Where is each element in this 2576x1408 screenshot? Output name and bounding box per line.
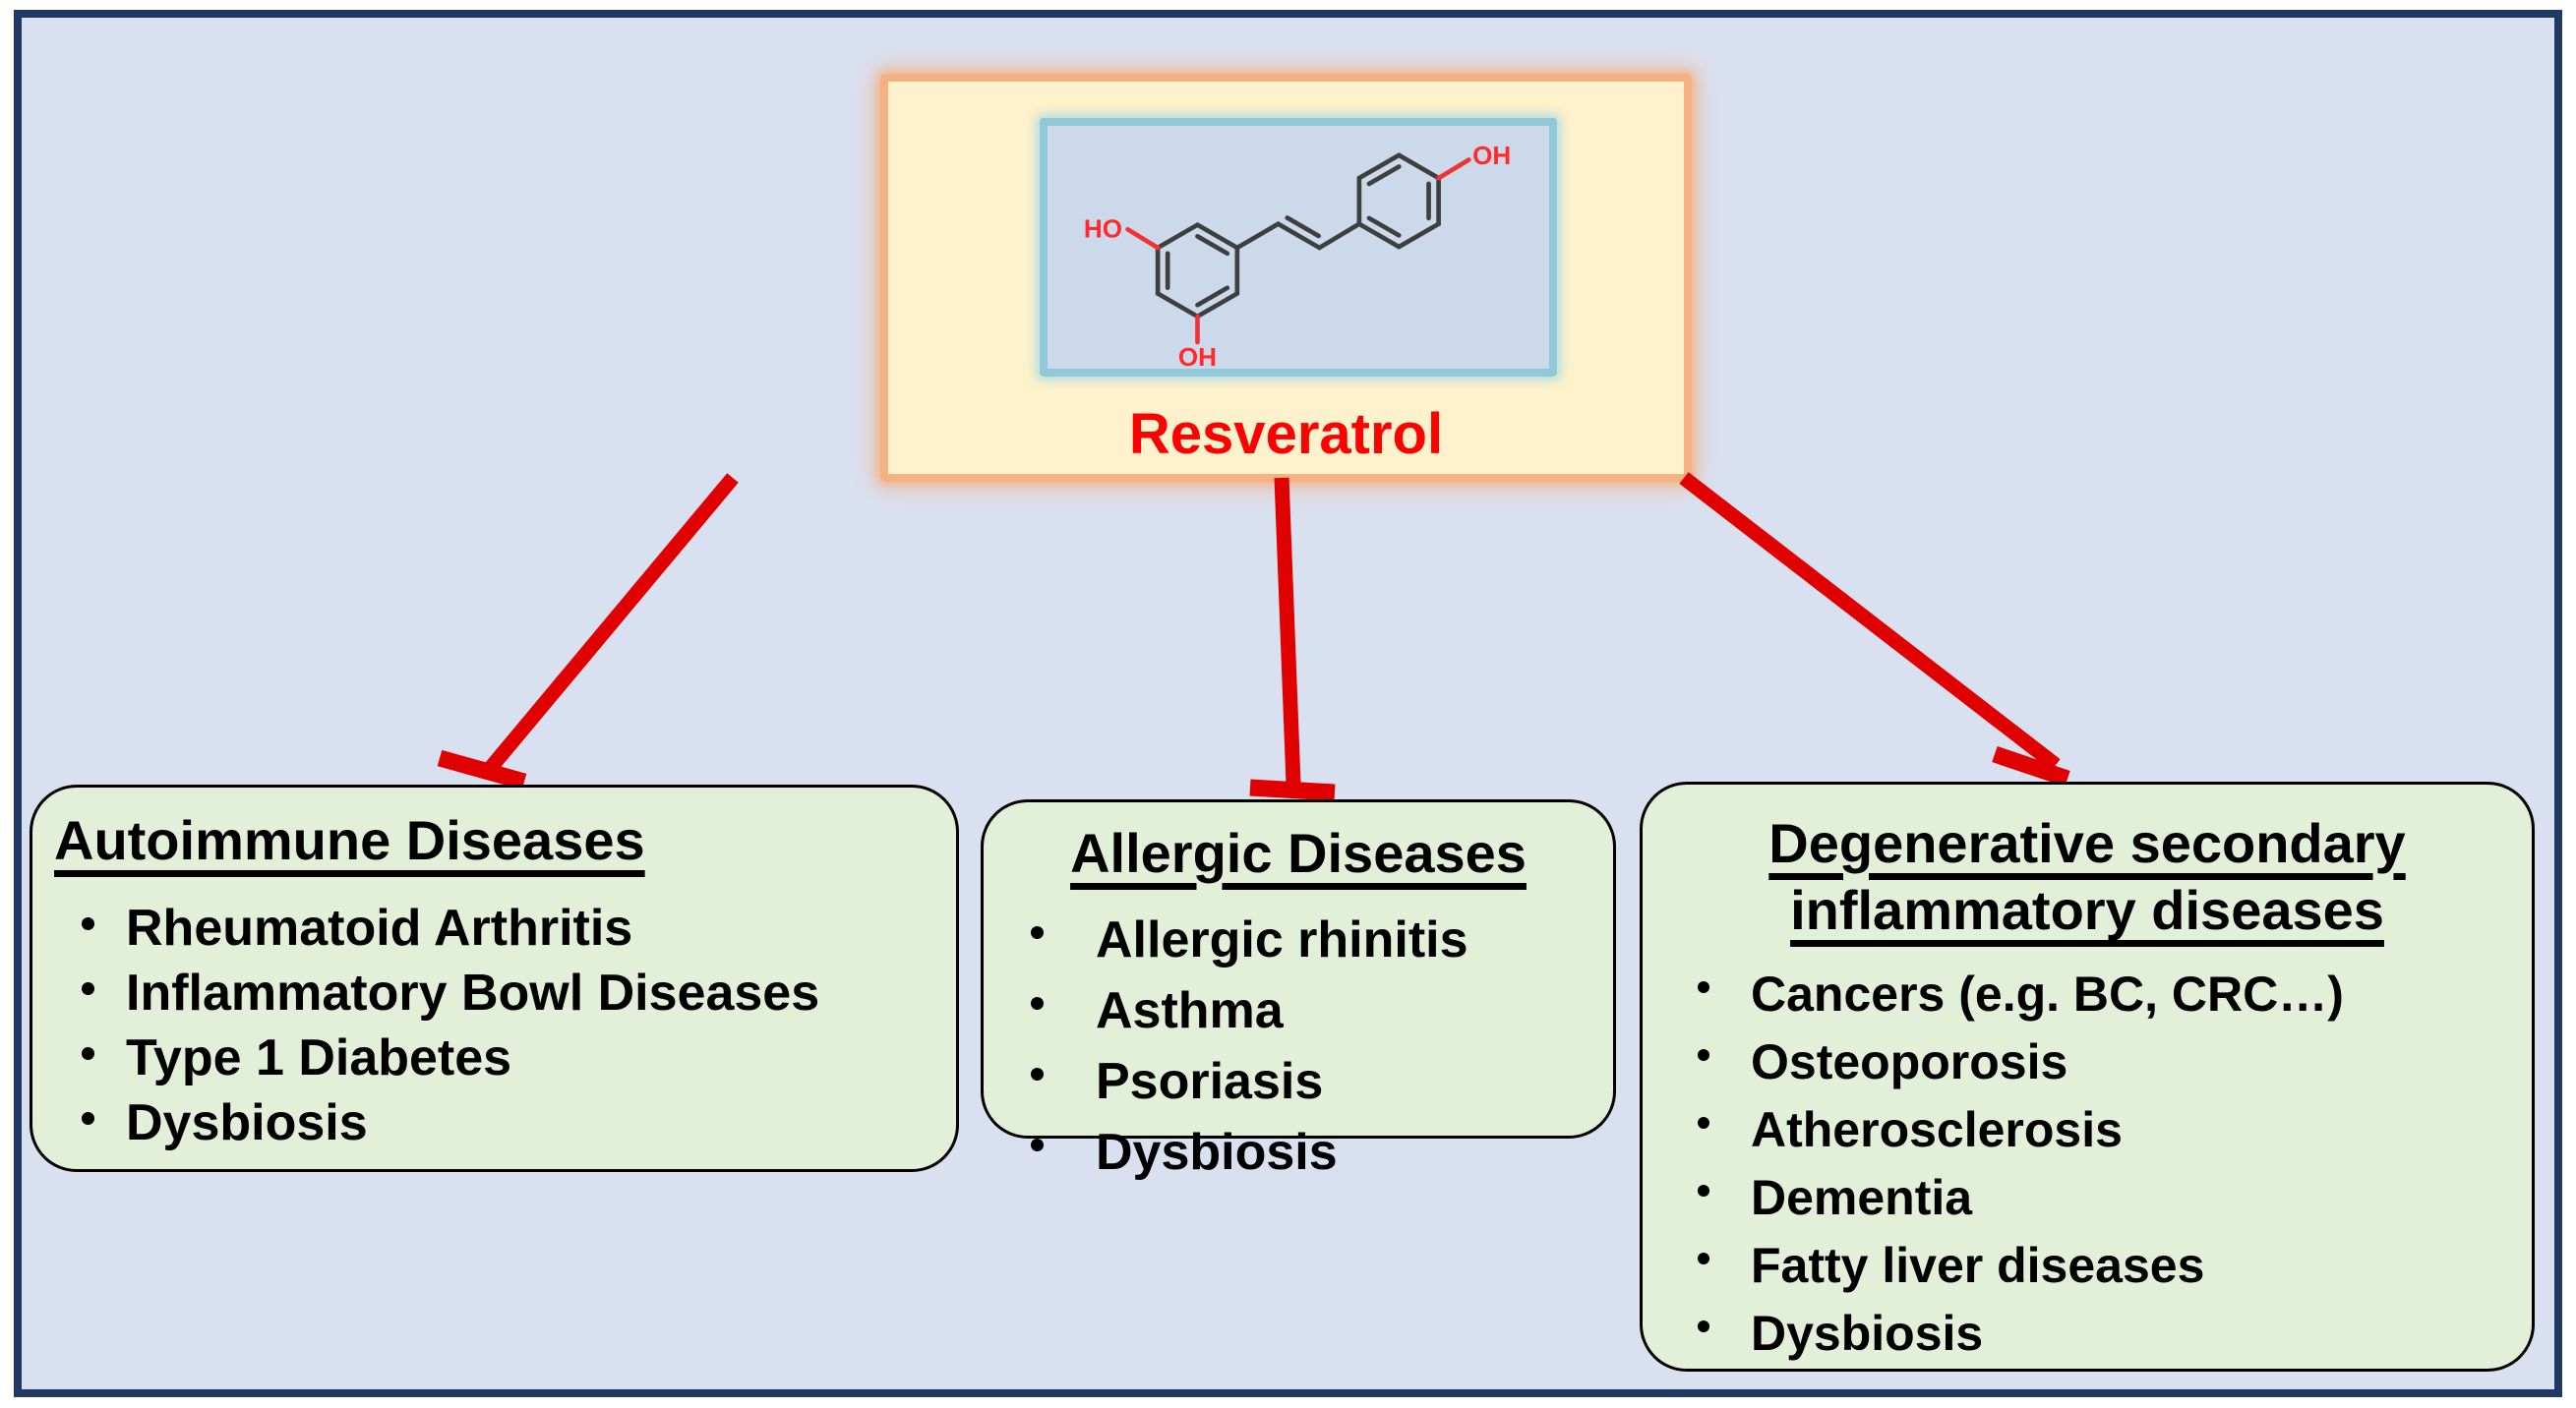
- list-item: Dysbiosis: [54, 1090, 936, 1155]
- list-item: Inflammatory Bowl Diseases: [54, 961, 936, 1026]
- list-item: Osteoporosis: [1660, 1028, 2514, 1096]
- autoimmune-diseases-box: Autoimmune Diseases Rheumatoid Arthritis…: [30, 785, 959, 1172]
- list-item: Cancers (e.g. BC, CRC…): [1660, 961, 2514, 1028]
- list-item: Atherosclerosis: [1660, 1096, 2514, 1164]
- allergic-diseases-box: Allergic Diseases Allergic rhinitis Asth…: [981, 799, 1616, 1181]
- list-item: Psoriasis: [997, 1046, 1599, 1117]
- molecule-panel: HO OH OH: [1040, 118, 1557, 377]
- hydroxyl-bond-left: [1125, 226, 1161, 251]
- vinyl-double-bond: [1285, 215, 1321, 239]
- disease-list: Allergic rhinitis Asthma Psoriasis Dysbi…: [997, 905, 1599, 1188]
- resveratrol-label: Resveratrol: [1128, 402, 1444, 466]
- list-item: Dysbiosis: [1660, 1300, 2514, 1368]
- list-item: Rheumatoid Arthritis: [54, 896, 936, 961]
- list-item: Type 1 Diabetes: [54, 1026, 936, 1090]
- list-item: Allergic rhinitis: [997, 905, 1599, 975]
- hydroxyl-label-right: OH: [1472, 141, 1511, 170]
- resveratrol-structure-drawing: HO OH OH: [1084, 141, 1511, 369]
- list-item: Dementia: [1660, 1164, 2514, 1232]
- hydroxyl-bond-right: [1436, 157, 1471, 181]
- list-item: Asthma: [997, 975, 1599, 1046]
- resveratrol-box: HO OH OH Resveratrol: [880, 74, 1692, 482]
- box-title: Allergic Diseases: [1070, 822, 1527, 884]
- hydroxyl-label-left: HO: [1084, 214, 1122, 244]
- benzene-ring-left-double-bonds: [1165, 233, 1230, 308]
- box-title: Degenerative secondary inflammatory dise…: [1768, 812, 2406, 942]
- box-title: Autoimmune Diseases: [54, 809, 645, 871]
- hydroxyl-label-bottom: OH: [1178, 342, 1217, 369]
- benzene-ring-right-double-bonds: [1366, 164, 1431, 238]
- degenerative-diseases-box: Degenerative secondary inflammatory dise…: [1640, 782, 2535, 1372]
- list-item: Fatty liver diseases: [1660, 1232, 2514, 1300]
- vinyl-bridge: [1234, 221, 1362, 251]
- list-item: Dysbiosis: [997, 1117, 1599, 1188]
- disease-list: Rheumatoid Arthritis Inflammatory Bowl D…: [54, 896, 936, 1155]
- disease-list: Cancers (e.g. BC, CRC…) Osteoporosis Ath…: [1660, 961, 2514, 1368]
